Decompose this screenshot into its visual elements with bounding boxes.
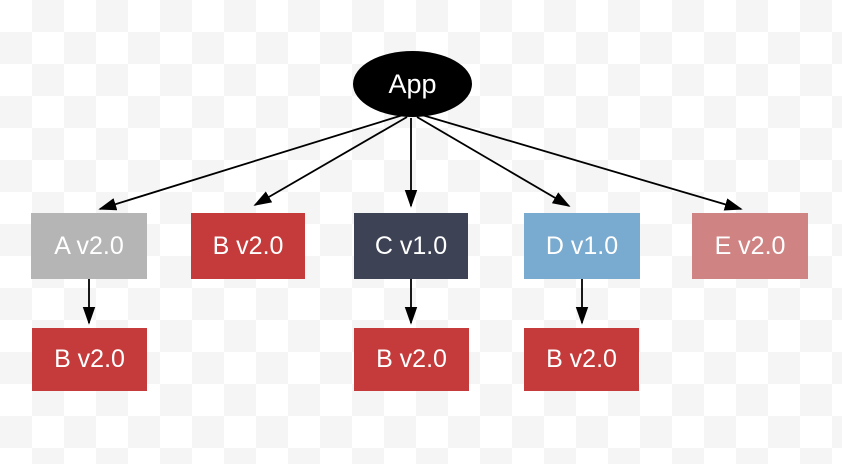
edge-arrow-app-to-b <box>253 116 408 206</box>
node-app: App <box>353 51 472 117</box>
node-b-v2-0-dep-of-a: B v2.0 <box>32 328 147 391</box>
node-a-v2-0: A v2.0 <box>31 213 147 279</box>
edge-arrow-app-to-a <box>98 114 404 211</box>
edge-arrow-app-to-e <box>421 114 743 211</box>
node-b-v2-0-dep-of-c: B v2.0 <box>354 328 469 391</box>
node-c-v1-0: C v1.0 <box>354 213 468 279</box>
node-e-v2-0: E v2.0 <box>692 213 808 279</box>
node-d-v1-0: D v1.0 <box>524 213 640 279</box>
edge-arrow-app-to-d <box>416 116 571 207</box>
node-b-v2-0-dep-of-d: B v2.0 <box>524 328 639 391</box>
node-b-v2-0: B v2.0 <box>191 213 305 279</box>
